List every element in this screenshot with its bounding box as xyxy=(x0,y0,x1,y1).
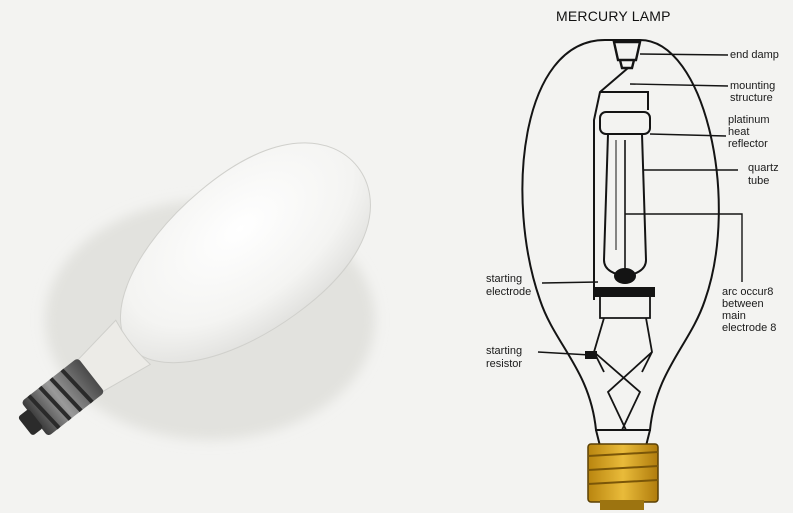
lamp-diagram xyxy=(522,40,718,446)
leader-lines xyxy=(538,54,742,355)
label-mounting-line2: structure xyxy=(730,93,773,104)
support-strap xyxy=(594,288,654,296)
label-starting-electrode-line1: starting xyxy=(486,274,522,285)
main-electrode xyxy=(615,269,635,283)
diagram-title: MERCURY LAMP xyxy=(556,8,671,24)
label-arc-line3: main xyxy=(722,311,746,322)
mounting-structure xyxy=(594,68,648,300)
lower-wires xyxy=(594,296,652,430)
diagram-base xyxy=(588,444,658,510)
label-starting-resistor-line2: resistor xyxy=(486,359,522,370)
heat-reflector xyxy=(600,112,650,134)
lamp-photo xyxy=(0,105,406,488)
label-arc-line1: arc occur8 xyxy=(722,287,773,298)
label-arc-line4: electrode 8 xyxy=(722,323,776,334)
label-quartz-line1: quartz xyxy=(748,163,779,174)
label-arc-line2: between xyxy=(722,299,764,310)
label-platinum-line1: platinum xyxy=(728,115,770,126)
outer-envelope xyxy=(522,40,718,430)
label-starting-electrode-line2: electrode xyxy=(486,287,531,298)
label-end-damp: end damp xyxy=(730,50,779,61)
label-platinum-line2: heat xyxy=(728,127,749,138)
end-damp xyxy=(614,42,640,68)
label-starting-resistor-line1: starting xyxy=(486,346,522,357)
label-quartz-line2: tube xyxy=(748,176,769,187)
label-mounting-line1: mounting xyxy=(730,81,775,92)
label-platinum-line3: reflector xyxy=(728,139,768,150)
